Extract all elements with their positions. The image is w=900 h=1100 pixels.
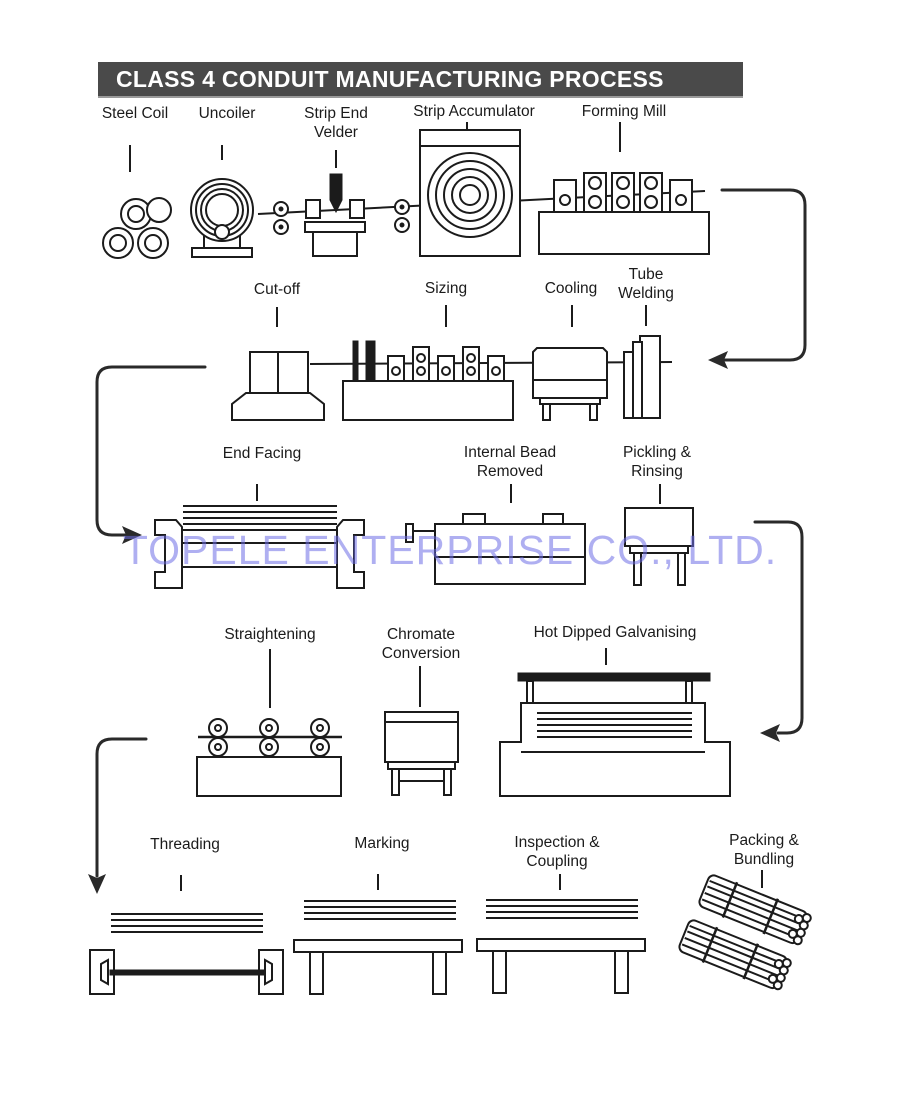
diagram-title: CLASS 4 CONDUIT MANUFACTURING PROCESS (116, 66, 664, 92)
inspection-coupling-icon (476, 899, 646, 994)
strip-end-welder-icon (304, 173, 366, 257)
pinch-rolls-2-icon (394, 199, 410, 233)
label-strip-accumulator: Strip Accumulator (413, 103, 535, 120)
label-cooling: Cooling (544, 280, 598, 297)
packing-bundling-icon (678, 874, 812, 991)
label-threading: Threading (150, 836, 220, 853)
title-bar: CLASS 4 CONDUIT MANUFACTURING PROCESS (98, 62, 743, 98)
straightening-icon (196, 718, 342, 797)
label-internal-bead-removed: Internal Bead Removed (463, 444, 557, 480)
label-uncoiler: Uncoiler (198, 105, 256, 122)
strip-accumulator-icon (419, 129, 521, 257)
marking-icon (293, 900, 463, 995)
flow-arrow-2 (95, 365, 207, 544)
flow-arrow-3 (753, 520, 804, 742)
cooling-icon (532, 347, 608, 421)
flow-arrow-4 (88, 737, 148, 894)
hot-dipped-galvanising-icon (499, 672, 731, 797)
sizing-icon (342, 340, 514, 421)
chromate-conversion-icon (384, 711, 459, 796)
leader-lines-row3 (256, 484, 661, 504)
label-strip-end-welder: Strip End Velder (304, 105, 368, 141)
leader-lines-row4 (269, 648, 607, 708)
steel-coil-icon (102, 197, 172, 259)
label-inspection-coupling: Inspection & Coupling (514, 834, 600, 870)
end-facing-icon (154, 505, 365, 589)
label-end-facing: End Facing (222, 445, 302, 462)
tube-welding-icon (623, 335, 661, 419)
label-forming-mill: Forming Mill (581, 103, 667, 120)
leader-lines-row1 (129, 122, 621, 172)
pinch-rolls-1-icon (273, 201, 289, 235)
forming-mill-icon (538, 172, 710, 255)
label-pickling-rinsing: Pickling & Rinsing (622, 444, 692, 480)
label-sizing: Sizing (424, 280, 468, 297)
threading-icon (89, 913, 284, 995)
label-chromate-conversion: Chromate Conversion (381, 626, 461, 662)
label-hot-dipped-galvanising: Hot Dipped Galvanising (533, 624, 697, 641)
label-tube-welding: Tube Welding (618, 266, 674, 302)
label-straightening: Straightening (224, 626, 316, 643)
cut-off-icon (231, 351, 325, 421)
label-cut-off: Cut-off (253, 281, 301, 298)
internal-bead-removed-icon (405, 513, 586, 585)
uncoiler-icon (190, 178, 254, 258)
flow-arrow-1 (708, 188, 807, 369)
leader-lines-row5 (180, 870, 763, 891)
pickling-rinsing-icon (624, 507, 694, 586)
label-marking: Marking (354, 835, 410, 852)
label-steel-coil: Steel Coil (101, 105, 169, 122)
label-packing-bundling: Packing & Bundling (729, 832, 799, 868)
watermark-text: TOPELE ENTERPRISE CO., LTD. (122, 527, 778, 573)
leader-lines-row2 (276, 305, 647, 327)
